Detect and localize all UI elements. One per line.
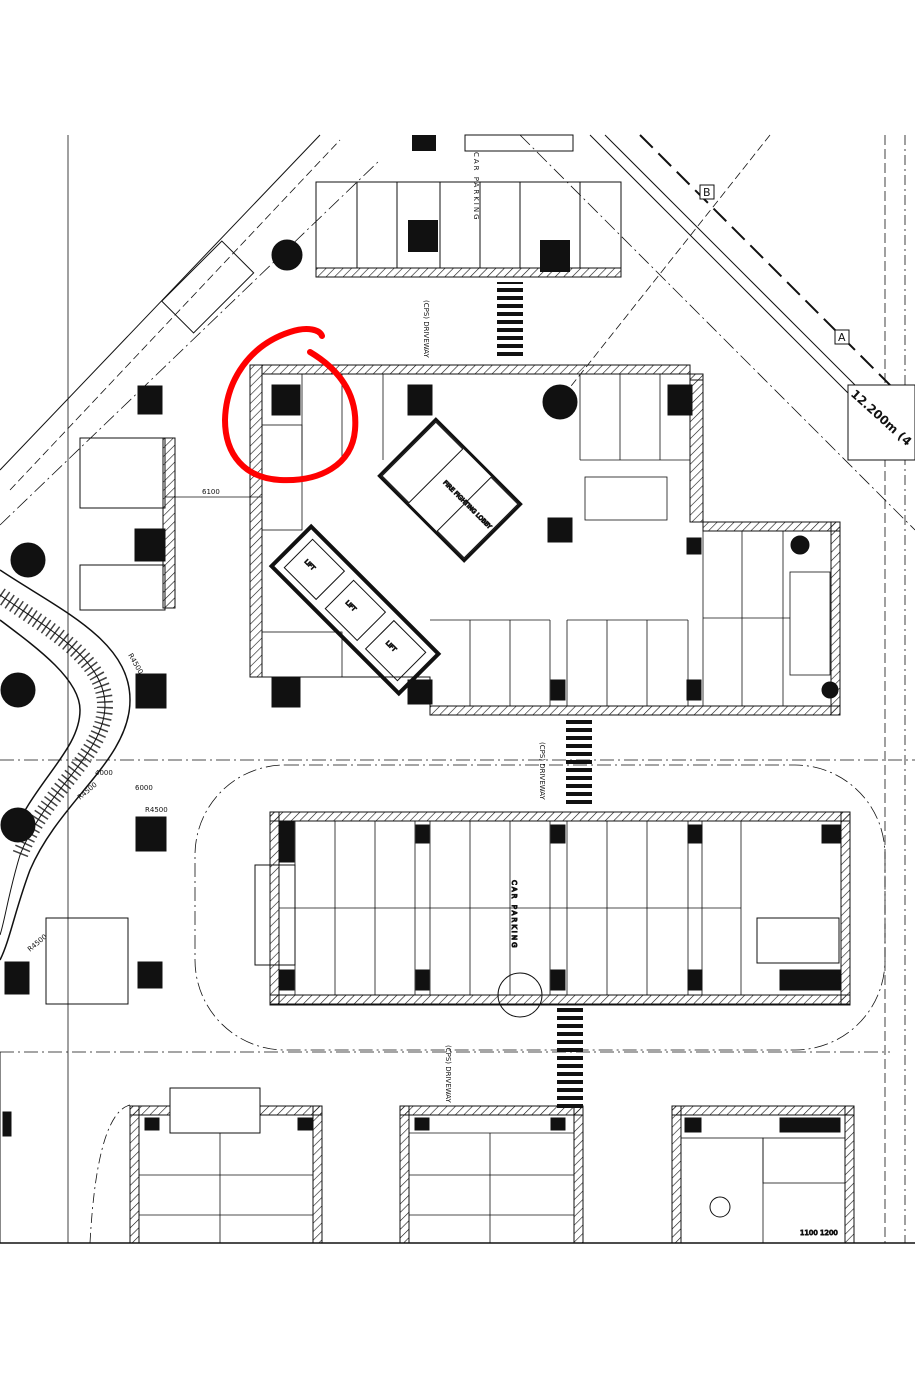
crossing-top	[497, 282, 523, 360]
dim-6000-label: 6000	[135, 784, 153, 792]
top-car-parking: CAR PARKING	[315, 134, 622, 278]
crossing-middle	[566, 718, 592, 806]
fire-lobby-label: FIRE FIGHTING LOBBY	[442, 479, 493, 530]
dimension-6100: 6100	[165, 488, 262, 498]
main-building	[249, 364, 841, 716]
left-site-elements	[4, 239, 303, 1005]
dim-r4500d-label: R4500	[26, 933, 49, 954]
lift-2-label: LIFT	[344, 599, 358, 613]
curved-ramp	[0, 569, 131, 961]
crossing-bottom	[557, 1008, 583, 1108]
diagonal-road-right	[519, 134, 915, 531]
dim-r4500c-label: R4500	[76, 781, 99, 802]
section-a-label: A	[838, 331, 846, 344]
dim-r4500b-label: R4500	[126, 652, 144, 676]
section-markers: B A	[699, 184, 850, 345]
bottom-buildings: 1100 1200	[0, 1052, 855, 1244]
dim-r4500-label: R4500	[145, 806, 168, 814]
driveway-bottom-label: (CPS) DRIVEWAY	[444, 1045, 452, 1104]
lift-core: FIRE FIGHTING LOBBY LIFT LIFT LIFT	[268, 417, 523, 697]
section-b-label: B	[703, 186, 711, 199]
driveway-top-label: (CPS) DRIVEWAY	[422, 300, 430, 359]
car-parking-top-label: CAR PARKING	[472, 152, 480, 222]
dim-6100-label: 6100	[202, 488, 220, 496]
dim-4000-label: 4000	[95, 769, 113, 777]
boundary-dimension: 12.200m (4	[847, 384, 915, 461]
lift-1-label: LIFT	[303, 558, 317, 572]
driveway-loop	[0, 759, 915, 1053]
dim-bottom-label: 1100 1200	[800, 1229, 838, 1237]
lower-car-parking: CAR PARKING	[254, 811, 851, 1018]
red-annotation-circle	[221, 326, 359, 484]
car-parking-mid-label: CAR PARKING	[510, 880, 518, 950]
driveway-mid-label: (CPS) DRIVEWAY	[538, 742, 546, 801]
lift-3-label: LIFT	[384, 640, 398, 654]
